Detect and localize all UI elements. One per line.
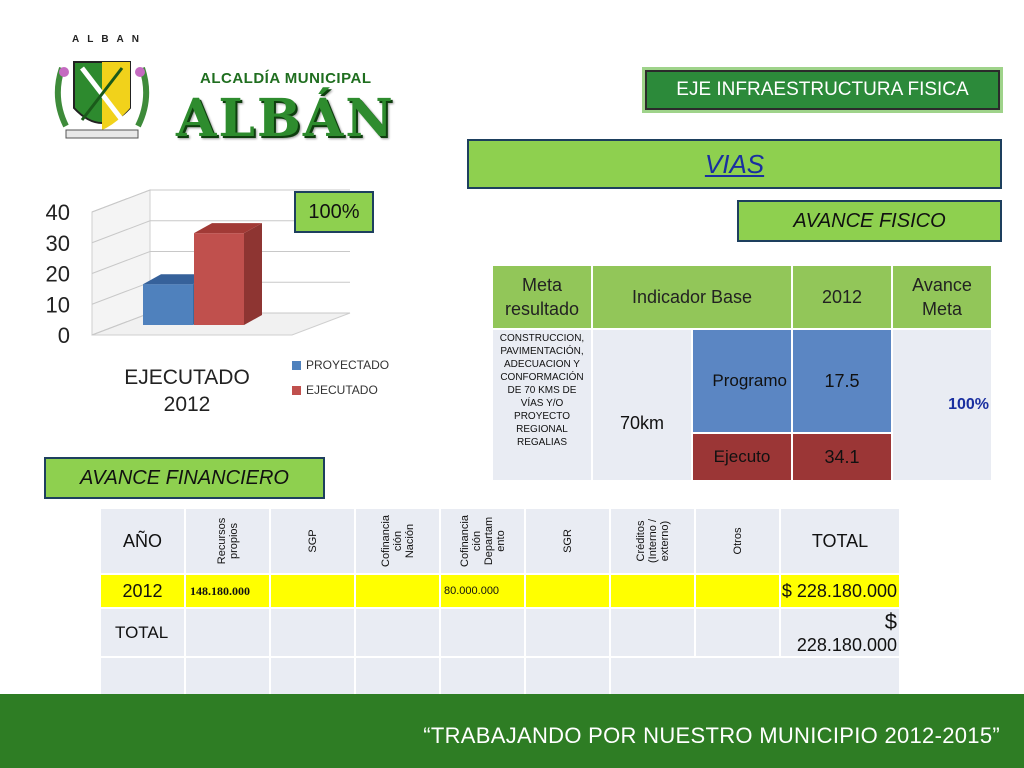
legend-label-ejecutado: EJECUTADO bbox=[306, 383, 378, 397]
bar-front bbox=[143, 284, 193, 325]
axis-label-box: EJE INFRAESTRUCTURA FISICA bbox=[642, 67, 1003, 113]
section-title[interactable]: VIAS bbox=[704, 148, 765, 179]
table-row: Ejecuto 34.1 bbox=[492, 432, 992, 482]
programo-value: 17.5 bbox=[791, 328, 893, 434]
fin-total-cell bbox=[524, 607, 611, 658]
fin-total-cell bbox=[184, 607, 271, 658]
fin-recursos-propios-value: 148.180.000 bbox=[184, 573, 271, 609]
fin-grand-total-value: 228.180.000 bbox=[796, 635, 897, 655]
fin-header-sgp: SGP bbox=[269, 507, 356, 575]
chart-bars bbox=[143, 223, 262, 325]
legend-item-ejecutado: EJECUTADO bbox=[292, 383, 389, 397]
brand-name: ALBÁN bbox=[176, 88, 395, 149]
fin-year: 2012 bbox=[99, 573, 186, 609]
fin-total-cell bbox=[609, 607, 696, 658]
axis-label: EJE INFRAESTRUCTURA FISICA bbox=[676, 79, 969, 100]
fin-header-cofinanciacion-nacion: Cofinancia ción Nación bbox=[354, 507, 441, 575]
fin-grand-total: $ 228.180.000 bbox=[779, 607, 901, 658]
fin-row-currency: $ bbox=[781, 580, 792, 601]
brand-subtitle: ALCALDÍA MUNICIPAL bbox=[200, 70, 372, 87]
footer-slogan: “TRABAJANDO POR NUESTRO MUNICIPIO 2012-2… bbox=[423, 723, 1000, 748]
ejecuto-value: 34.1 bbox=[791, 432, 893, 482]
chart-gridline bbox=[91, 220, 350, 244]
avance-meta-value: 100% bbox=[891, 328, 993, 482]
bar-chart: 0 10 20 30 40 bbox=[46, 189, 351, 348]
fin-header-sgp-text: SGP bbox=[306, 529, 319, 553]
header-meta-resultado: Meta resultado bbox=[491, 264, 593, 330]
chart-bar-ejecutado bbox=[194, 223, 262, 325]
legend-swatch-ejecutado bbox=[292, 385, 301, 395]
header-indicador-base: Indicador Base bbox=[591, 264, 793, 330]
municipal-crest-icon bbox=[54, 61, 150, 139]
fin-header-sgr: SGR bbox=[524, 507, 611, 575]
section-title-box: VIAS bbox=[467, 139, 1002, 189]
table-row: CONSTRUCCION, PAVIMENTACIÓN, ADECUACION … bbox=[491, 328, 993, 482]
fin-total-cell bbox=[439, 607, 526, 658]
avance-financiero-label: AVANCE FINANCIERO bbox=[44, 457, 325, 499]
fin-header-recursos-propios-text: Recursos propios bbox=[215, 517, 240, 565]
fin-header-cofinanciacion-departamento: Cofinancia ción Departam ento bbox=[439, 507, 526, 575]
bar-top bbox=[194, 223, 262, 234]
chart-y-tick-label: 10 bbox=[46, 292, 70, 317]
programo-label: Programo bbox=[691, 328, 793, 434]
table-row: TOTAL $ 228.180.000 bbox=[99, 607, 901, 658]
fin-otros-value bbox=[694, 573, 781, 609]
fin-header-creditos: Créditos (Interno / externo) bbox=[609, 507, 696, 575]
indicador-base-value: 70km bbox=[591, 328, 693, 482]
fin-header-cofinanciacion-departamento-text: Cofinancia ción Departam ento bbox=[458, 515, 507, 567]
table-header-row: Meta resultado Indicador Base 2012 Avanc… bbox=[491, 264, 993, 330]
fin-cof-nacion-value bbox=[354, 573, 441, 609]
percent-badge: 100% bbox=[294, 191, 374, 233]
fin-grand-currency: $ bbox=[884, 609, 897, 634]
chart-gridline bbox=[91, 251, 350, 274]
fin-creditos-value bbox=[609, 573, 696, 609]
fin-header-otros: Otros bbox=[694, 507, 781, 575]
crest-letters: ALBAN bbox=[72, 34, 147, 45]
fin-header-total: TOTAL bbox=[779, 507, 901, 575]
chart-gridline bbox=[91, 189, 350, 213]
legend-label-proyectado: PROYECTADO bbox=[306, 358, 390, 372]
chart-legend: PROYECTADO EJECUTADO bbox=[292, 358, 389, 408]
header-avance-meta: Avance Meta bbox=[891, 264, 993, 330]
ejecuto-label: Ejecuto bbox=[691, 432, 793, 482]
chart-y-tick-label: 20 bbox=[46, 262, 70, 287]
fin-total-cell bbox=[269, 607, 356, 658]
fin-header-recursos-propios: Recursos propios bbox=[184, 507, 271, 575]
fin-total-cell bbox=[354, 607, 441, 658]
legend-item-proyectado: PROYECTADO bbox=[292, 358, 389, 372]
fin-cof-departamento-value: 80.000.000 bbox=[439, 573, 526, 609]
fin-row-total: $ 228.180.000 bbox=[779, 573, 901, 609]
fin-header-sgr-text: SGR bbox=[561, 529, 574, 553]
fin-total-cell bbox=[694, 607, 781, 658]
bar-side bbox=[244, 223, 262, 325]
fin-header-otros-text: Otros bbox=[731, 527, 744, 555]
legend-swatch-proyectado bbox=[292, 360, 301, 370]
footer-bar: “TRABAJANDO POR NUESTRO MUNICIPIO 2012-2… bbox=[0, 694, 1024, 768]
bar-front bbox=[194, 233, 244, 325]
chart-category-line1: EJECUTADO bbox=[124, 366, 250, 389]
chart-y-ticks: 0 10 20 30 40 bbox=[46, 200, 70, 348]
fin-sgr-value bbox=[524, 573, 611, 609]
chart-category-line2: 2012 bbox=[163, 393, 211, 416]
chart-y-tick-label: 30 bbox=[46, 231, 70, 256]
meta-description: CONSTRUCCION, PAVIMENTACIÓN, ADECUACION … bbox=[491, 328, 593, 482]
fin-header-ano: AÑO bbox=[99, 507, 186, 575]
fin-header-cofinanciacion-nacion-text: Cofinancia ción Nación bbox=[379, 515, 416, 567]
header-2012: 2012 bbox=[791, 264, 893, 330]
finance-header-row: AÑO Recursos propios SGP Cofinancia ción… bbox=[99, 507, 901, 575]
avance-fisico-label: AVANCE FISICO bbox=[737, 200, 1002, 242]
chart-y-tick-label: 40 bbox=[46, 200, 70, 225]
fin-sgp-value bbox=[269, 573, 356, 609]
physical-progress-table: Meta resultado Indicador Base 2012 Avanc… bbox=[491, 264, 993, 482]
chart-y-tick-label: 0 bbox=[58, 323, 70, 348]
fin-row-total-value: 228.180.000 bbox=[796, 580, 897, 601]
chart-category-label: EJECUTADO 2012 bbox=[112, 364, 262, 418]
fin-total-label: TOTAL bbox=[99, 607, 186, 658]
fin-header-creditos-text: Créditos (Interno / externo) bbox=[634, 518, 671, 564]
table-row: 2012 148.180.000 80.000.000 $ 228.180.00… bbox=[99, 573, 901, 609]
finance-table: AÑO Recursos propios SGP Cofinancia ción… bbox=[99, 507, 901, 710]
